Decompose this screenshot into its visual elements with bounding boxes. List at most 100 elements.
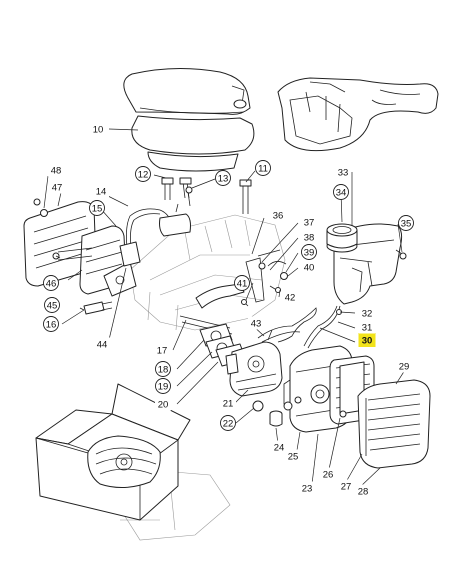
callout-circle (220, 415, 236, 431)
callout-label: 38 (304, 232, 315, 243)
callout-label: 21 (223, 398, 234, 409)
callout-label: 47 (52, 182, 63, 193)
callout-label: 26 (323, 469, 334, 480)
callout-box (335, 165, 351, 179)
callout-label: 35 (401, 218, 412, 229)
callout-label: 32 (362, 308, 373, 319)
callout-label: 17 (157, 345, 168, 356)
callout-48: 48 (48, 163, 64, 177)
callout-box (270, 208, 286, 222)
callout-47: 47 (49, 180, 65, 194)
callout-16: 16 (43, 316, 59, 332)
fuel-hose (303, 305, 342, 349)
bolts (161, 177, 252, 214)
callout-box (271, 440, 287, 454)
callout-label: 24 (274, 442, 285, 453)
callout-18: 18 (155, 361, 171, 377)
callout-43: 43 (248, 316, 264, 330)
callout-label: 19 (158, 381, 169, 392)
callout-circle (301, 244, 317, 260)
callout-label: 14 (96, 186, 107, 197)
callout-27: 27 (338, 479, 354, 493)
callout-circle (255, 160, 271, 176)
callout-22: 22 (220, 415, 236, 431)
carburetor (225, 329, 283, 397)
ignition-lead (119, 203, 191, 267)
callout-label: 28 (358, 486, 369, 497)
callout-box (396, 359, 412, 373)
leader-lines (43, 128, 406, 488)
engine-cover (123, 67, 255, 172)
callout-label: 12 (138, 169, 149, 180)
spacer (269, 401, 293, 427)
callout-12: 12 (135, 166, 151, 182)
callout-box (49, 180, 65, 194)
callout-label: 41 (237, 278, 248, 289)
callout-box (299, 481, 315, 495)
callout-box (338, 479, 354, 493)
callout-circle (398, 215, 414, 231)
callout-label: 43 (251, 318, 262, 329)
callout-14: 14 (93, 184, 109, 198)
callout-label: 11 (258, 163, 268, 174)
callout-17: 17 (154, 343, 170, 357)
callout-31: 31 (359, 320, 375, 334)
spark-plug (79, 301, 113, 315)
blower-housing (277, 77, 439, 152)
callout-label: 25 (288, 451, 299, 462)
callout-label: 48 (51, 165, 62, 176)
callout-34: 34 (333, 184, 349, 200)
callout-box (355, 484, 371, 498)
callout-circle (234, 275, 250, 291)
callout-35: 35 (398, 215, 414, 231)
callout-circle (333, 184, 349, 200)
callout-32: 32 (359, 306, 375, 320)
callout-21: 21 (220, 396, 236, 410)
callout-label: 13 (218, 173, 229, 184)
callout-box (90, 122, 106, 136)
callout-label: 45 (47, 300, 58, 311)
callout-28: 28 (355, 484, 371, 498)
callout-circle (155, 361, 171, 377)
callout-box (155, 397, 171, 411)
o-ring (252, 400, 264, 412)
callout-46: 46 (43, 275, 59, 291)
callout-26: 26 (320, 467, 336, 481)
callout-box (301, 230, 317, 244)
callout-40: 40 (301, 260, 317, 274)
callout-30: 30 (358, 333, 376, 347)
callout-label: 37 (304, 217, 315, 228)
callout-box (248, 316, 264, 330)
callout-label: 36 (273, 210, 284, 221)
callout-label: 10 (93, 124, 104, 135)
callout-label: 16 (46, 319, 57, 330)
callout-circle (44, 297, 60, 313)
callout-11: 11 (255, 160, 271, 176)
callout-label: 15 (92, 203, 103, 214)
callout-box (282, 290, 298, 304)
callout-circle (43, 275, 59, 291)
callout-box (93, 184, 109, 198)
callout-box (301, 215, 317, 229)
fuel-tank (326, 223, 407, 305)
callout-37: 37 (301, 215, 317, 229)
callout-13: 13 (215, 170, 231, 186)
callout-33: 33 (335, 165, 351, 179)
boxed-engine-illustration (35, 383, 191, 521)
callout-label: 39 (304, 247, 315, 258)
callout-29: 29 (396, 359, 412, 373)
callout-23: 23 (299, 481, 315, 495)
callout-label: 46 (46, 278, 57, 289)
linkage-parts (195, 249, 317, 343)
callout-circle (43, 316, 59, 332)
callout-label: 44 (97, 339, 108, 350)
muffler (52, 225, 137, 297)
callout-label: 33 (338, 167, 349, 178)
muffler-shield (23, 198, 97, 287)
callout-45: 45 (44, 297, 60, 313)
callout-box (48, 163, 64, 177)
callout-24: 24 (271, 440, 287, 454)
callout-39: 39 (301, 244, 317, 260)
callout-circle (89, 200, 105, 216)
